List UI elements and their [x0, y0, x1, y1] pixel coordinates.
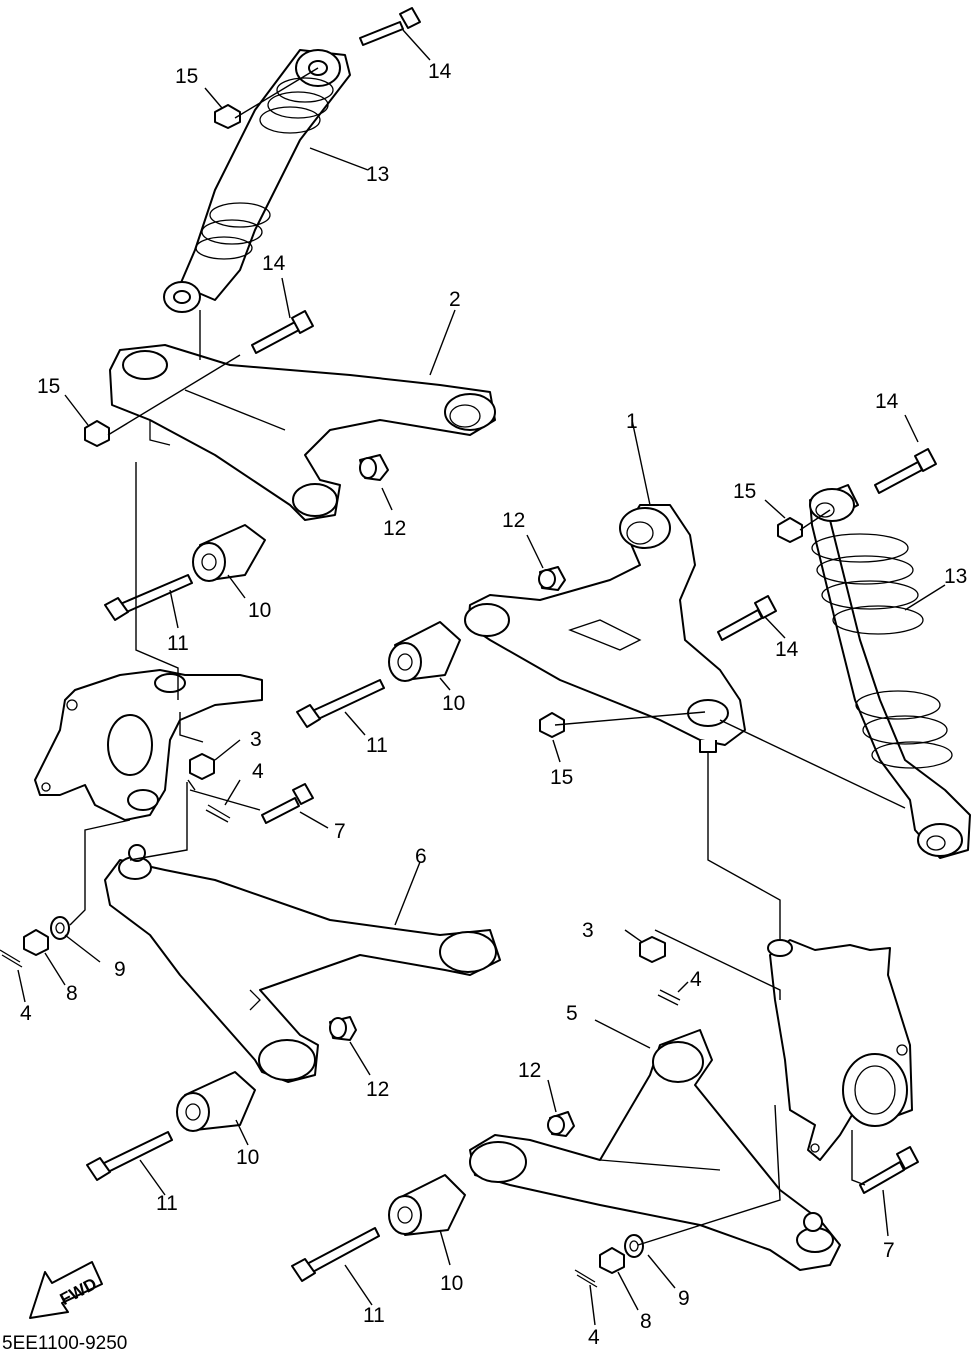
- collar-12-upper-left: [359, 454, 389, 481]
- collar-12-upper-right: [538, 566, 566, 591]
- callout-8: 8: [640, 1310, 652, 1333]
- callout-4: 4: [588, 1326, 600, 1349]
- callout-14: 14: [875, 390, 899, 413]
- nut-15-right-shock: [777, 517, 803, 543]
- bolt-14-right-shock: [874, 448, 937, 494]
- nut-15-right-arm: [539, 712, 565, 738]
- cotter-pin-4-a: [205, 804, 231, 823]
- callout-15: 15: [37, 375, 60, 398]
- callout-10: 10: [236, 1146, 259, 1169]
- forward-direction-arrow: FWD: [29, 1261, 103, 1319]
- callout-1: 1: [626, 410, 638, 433]
- nut-3-left: [189, 753, 215, 780]
- collar-12-lower-left: [329, 1016, 357, 1041]
- callout-10: 10: [440, 1272, 463, 1295]
- cotter-pin-4-b: [0, 949, 23, 968]
- leader-lines: [17, 29, 946, 1326]
- left-steering-knuckle: [34, 669, 263, 821]
- callout-13: 13: [366, 163, 389, 186]
- left-shock-absorber: [163, 49, 351, 313]
- callout-12: 12: [518, 1059, 541, 1082]
- drawing-code: 5EE1100-9250: [2, 1333, 127, 1350]
- bolt-14-upper-right-arm: [717, 595, 777, 641]
- bolt-14-top: [359, 7, 421, 46]
- callout-3: 3: [250, 728, 262, 751]
- callout-14: 14: [428, 60, 452, 83]
- lower-left-a-arm: [104, 844, 501, 1083]
- callout-3: 3: [582, 919, 594, 942]
- bushing-set-lower-right: [388, 1174, 466, 1236]
- bolt-11-lower-left: [86, 1131, 173, 1181]
- callout-4: 4: [20, 1002, 32, 1025]
- washer-9-left: [50, 916, 70, 940]
- washer-9-right: [624, 1234, 644, 1258]
- callout-11: 11: [167, 632, 189, 655]
- callout-4: 4: [690, 968, 702, 991]
- callout-12: 12: [366, 1078, 389, 1101]
- nut-8-left: [23, 929, 49, 956]
- callout-9: 9: [114, 958, 126, 981]
- cotter-pin-4-c: [657, 989, 681, 1006]
- callout-10: 10: [248, 599, 271, 622]
- nut-15-left: [84, 420, 110, 447]
- nut-3-right: [639, 936, 666, 963]
- callout-12: 12: [502, 509, 525, 532]
- bolt-11-lower-right: [291, 1227, 380, 1282]
- callout-2: 2: [449, 288, 461, 311]
- callout-7: 7: [334, 820, 346, 843]
- callout-11: 11: [366, 734, 388, 757]
- nut-15-top: [214, 104, 241, 129]
- assembly-lines: [69, 67, 906, 1246]
- bolt-7-right: [859, 1146, 919, 1194]
- callout-14: 14: [775, 638, 799, 661]
- right-steering-knuckle: [767, 939, 913, 1161]
- bolt-7-left: [261, 783, 314, 824]
- upper-right-a-arm: [464, 504, 746, 753]
- callout-12: 12: [383, 517, 406, 540]
- bushing-set-upper-right: [388, 621, 461, 682]
- callout-15: 15: [550, 766, 573, 789]
- right-shock-absorber: [809, 484, 971, 859]
- bolt-11-upper-left: [104, 574, 193, 621]
- callout-10: 10: [442, 692, 465, 715]
- callout-9: 9: [678, 1287, 690, 1310]
- callout-7: 7: [883, 1239, 895, 1262]
- collar-12-lower-right: [547, 1111, 575, 1137]
- upper-left-a-arm: [109, 344, 496, 521]
- callout-11: 11: [156, 1192, 178, 1215]
- bolt-14-upper-left-arm: [251, 310, 314, 354]
- bushing-set-lower-left: [176, 1071, 256, 1132]
- bushing-set-upper-left: [192, 524, 266, 582]
- callout-5: 5: [566, 1002, 578, 1025]
- callout-14: 14: [262, 252, 286, 275]
- callout-15: 15: [733, 480, 756, 503]
- callout-8: 8: [66, 982, 78, 1005]
- callout-15: 15: [175, 65, 198, 88]
- nut-8-right: [599, 1247, 625, 1274]
- bolt-11-mid: [296, 679, 385, 728]
- callout-11: 11: [363, 1304, 385, 1327]
- cotter-pin-4-d: [574, 1269, 598, 1288]
- callout-labels: 14 15 13 14 2 15 1 14 15 12 12 13 10 11 …: [20, 60, 967, 1349]
- callout-4: 4: [252, 760, 264, 783]
- callout-13: 13: [944, 565, 967, 588]
- callout-6: 6: [415, 845, 427, 868]
